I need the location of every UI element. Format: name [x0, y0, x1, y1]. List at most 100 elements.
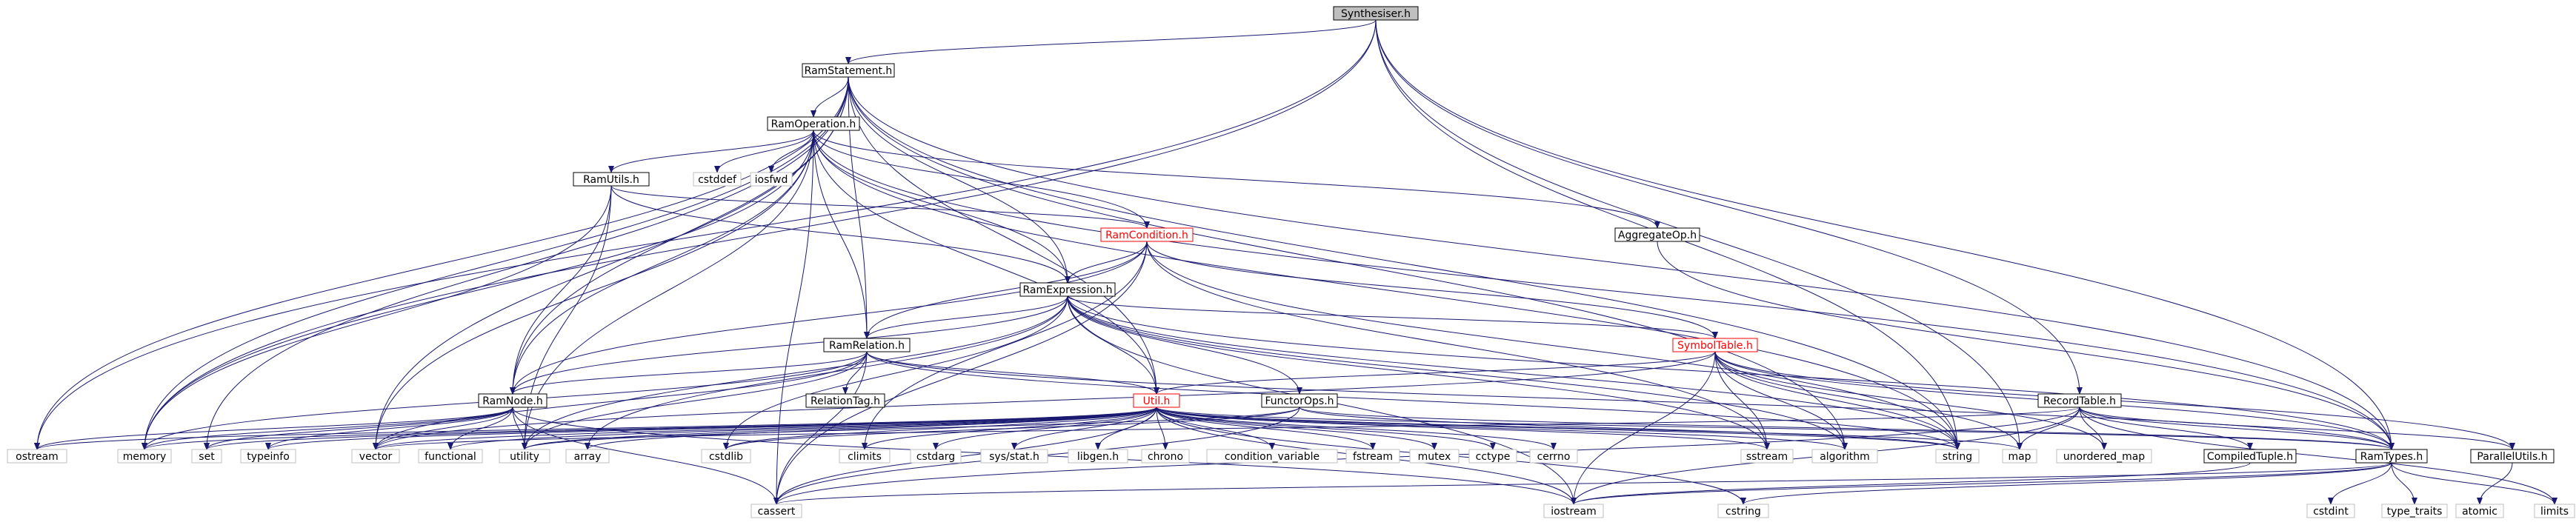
- node-parutils[interactable]: ParallelUtils.h: [2470, 449, 2555, 464]
- node-ramutils[interactable]: RamUtils.h: [573, 172, 650, 187]
- edge-ramcond-to-ramexpr: [1065, 241, 1148, 284]
- edge-ramcond-to-ramrel: [864, 241, 1148, 339]
- edge-util-to-sysstat: [1011, 407, 1157, 450]
- edge-comptuple-to-iostream: [1571, 462, 2251, 505]
- edge-util-to-cassert: [773, 407, 1157, 505]
- node-symtab[interactable]: SymbolTable.h: [1672, 338, 1758, 352]
- node-box-memory: [117, 449, 172, 464]
- node-label-cstddef: cstddef: [698, 174, 737, 186]
- node-box-limits: [2534, 504, 2575, 518]
- node-ramcond[interactable]: RamCondition.h: [1100, 227, 1194, 242]
- node-label-atomic: atomic: [2462, 506, 2497, 518]
- edge-ramexpr-to-array: [585, 295, 1068, 450]
- edge-rectable-to-comptuple: [2079, 407, 2253, 450]
- edge-ramexpr-to-cstdlib: [723, 295, 1068, 450]
- edge-ramop-to-ramutils: [608, 130, 814, 173]
- node-box-ramutils: [573, 172, 650, 187]
- node-box-aggop: [1614, 227, 1700, 242]
- node-rectable[interactable]: RecordTable.h: [2037, 393, 2122, 408]
- node-label-fstream: fstream: [1353, 451, 1393, 463]
- edge-ramexpr-to-symtab: [1067, 295, 1718, 339]
- node-box-ostream: [7, 449, 67, 464]
- node-box-ramtypes: [2355, 449, 2428, 464]
- node-box-set: [191, 449, 222, 464]
- node-box-unordmap: [2056, 449, 2152, 464]
- node-box-cctype: [1468, 449, 1517, 464]
- edge-ramnode-to-cassert: [512, 407, 779, 505]
- node-label-utility: utility: [510, 451, 539, 463]
- edge-functorops-to-utility: [522, 407, 1300, 450]
- node-box-ramop: [767, 116, 860, 131]
- node-label-array: array: [574, 451, 602, 463]
- node-box-sstream: [1740, 449, 1794, 464]
- edge-ramutils-to-ramexpr: [610, 185, 1071, 284]
- edge-util-to-fstream: [1156, 407, 1376, 450]
- edge-ramexpr-to-ramnode: [510, 295, 1068, 395]
- node-ramop[interactable]: RamOperation.h: [767, 116, 860, 131]
- node-cassert: cassert: [750, 504, 802, 518]
- node-label-ramcond: RamCondition.h: [1105, 230, 1188, 241]
- edge-rectable-to-ramtypes: [2079, 407, 2394, 450]
- edge-ramstmt-to-ramexpr: [848, 76, 1071, 284]
- edge-ramstmt-to-set: [204, 76, 849, 450]
- edge-ramrel-to-vector: [373, 351, 868, 450]
- node-label-functorops: FunctorOps.h: [1265, 395, 1334, 407]
- node-label-functional: functional: [425, 451, 476, 463]
- node-label-typetraits: type_traits: [2387, 506, 2443, 518]
- edge-functorops-to-string: [1299, 407, 1960, 450]
- node-box-typetraits: [2381, 504, 2448, 518]
- node-label-ramtypes: RamTypes.h: [2360, 451, 2423, 463]
- edge-ramop-to-vector: [373, 130, 814, 450]
- node-aggop[interactable]: AggregateOp.h: [1614, 227, 1700, 242]
- edge-ramexpr-to-util: [1067, 295, 1159, 395]
- edge-ramtypes-to-iostream: [1571, 462, 2392, 505]
- edge-ramrel-to-util: [866, 351, 1159, 395]
- edge-ramstmt-to-util: [848, 76, 1159, 395]
- node-array: array: [565, 449, 610, 464]
- edge-util-to-memory: [142, 407, 1157, 450]
- node-box-cstdarg: [910, 449, 962, 464]
- node-label-memory: memory: [123, 451, 167, 463]
- node-label-ramop: RamOperation.h: [771, 118, 856, 130]
- node-functorops[interactable]: FunctorOps.h: [1261, 393, 1338, 408]
- edge-ramtypes-to-cassert: [773, 462, 2392, 505]
- edge-synth-to-memory: [142, 19, 1377, 450]
- edge-util-to-chrono: [1156, 407, 1168, 450]
- node-label-ramstmt: RamStatement.h: [805, 65, 893, 77]
- edge-ramstmt-to-memory: [142, 76, 849, 450]
- node-label-chrono: chrono: [1148, 451, 1183, 463]
- edge-util-to-cstdarg: [933, 407, 1157, 450]
- node-box-cassert: [750, 504, 802, 518]
- node-utility: utility: [499, 449, 550, 464]
- node-synth[interactable]: Synthesiser.h: [1333, 6, 1419, 21]
- edge-synth-to-rectable: [1375, 19, 2083, 395]
- edge-ramexpr-to-sstream: [1067, 295, 1770, 450]
- node-box-climits: [839, 449, 891, 464]
- node-label-ramrel: RamRelation.h: [829, 340, 905, 352]
- node-label-algorithm: algorithm: [1820, 451, 1870, 463]
- node-box-rectable: [2037, 393, 2122, 408]
- node-ramstmt[interactable]: RamStatement.h: [802, 63, 895, 78]
- edge-ramtypes-to-cstdint: [2328, 462, 2392, 505]
- edge-functorops-to-cstdlib: [723, 407, 1300, 450]
- node-box-symtab: [1672, 338, 1758, 352]
- edge-symtab-to-iostream: [1571, 351, 1716, 505]
- node-comptuple[interactable]: CompiledTuple.h: [2203, 449, 2297, 464]
- node-box-cstring: [1717, 504, 1769, 518]
- node-iosfwd: iosfwd: [750, 172, 793, 187]
- node-ramnode[interactable]: RamNode.h: [478, 393, 548, 408]
- node-reltag[interactable]: RelationTag.h: [805, 393, 885, 408]
- node-ramtypes[interactable]: RamTypes.h: [2355, 449, 2428, 464]
- node-util[interactable]: Util.h: [1133, 393, 1180, 408]
- edge-util-to-cctype: [1156, 407, 1496, 450]
- edge-ramexpr-to-functorops: [1067, 295, 1302, 395]
- node-box-libgen: [1068, 449, 1128, 464]
- node-box-iostream: [1543, 504, 1604, 518]
- node-ramrel[interactable]: RamRelation.h: [823, 338, 911, 352]
- edge-ramrel-to-ramnode: [510, 351, 868, 395]
- node-memory: memory: [117, 449, 172, 464]
- node-box-util: [1133, 393, 1180, 408]
- node-ramexpr[interactable]: RamExpression.h: [1019, 282, 1116, 297]
- node-box-map: [2002, 449, 2037, 464]
- node-limits: limits: [2534, 504, 2575, 518]
